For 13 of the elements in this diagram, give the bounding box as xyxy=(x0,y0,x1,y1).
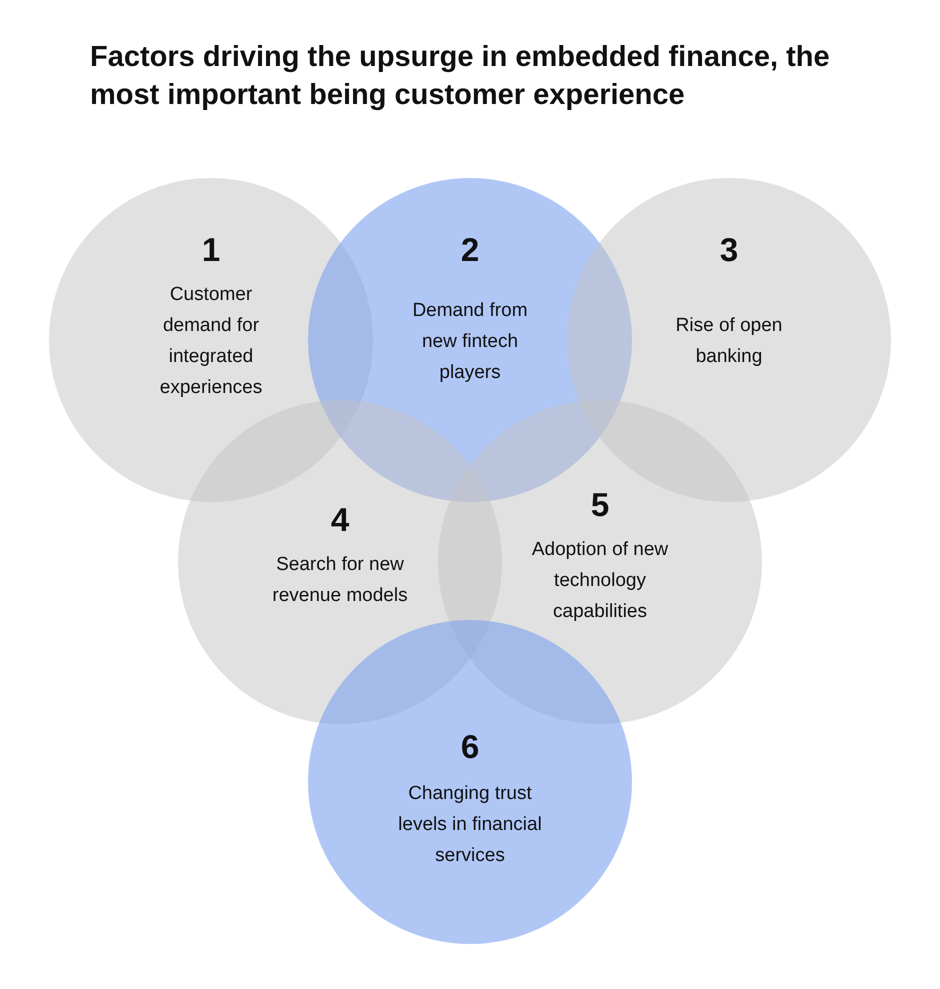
title: Factors driving the upsurge in embedded finance, the most important being customer experience xyxy=(90,40,831,113)
circle-number: 2 xyxy=(460,232,480,268)
factor-label: Customer demand for integrated experiences xyxy=(158,283,264,400)
factor-label: Demand from new fintech players xyxy=(411,299,529,385)
circle-number: 3 xyxy=(720,232,738,268)
circle-number: 6 xyxy=(460,729,480,765)
circle-number: 1 xyxy=(202,232,220,268)
factor-label: Search for new revenue models xyxy=(271,553,409,608)
factor-label: Adoption of new technology capabilities xyxy=(530,538,670,624)
circle-number: 5 xyxy=(590,487,610,523)
circle-number: 4 xyxy=(330,502,350,538)
factor-label: Changing trust levels in financial services xyxy=(397,782,543,868)
factor-label: Rise of open banking xyxy=(674,314,784,369)
